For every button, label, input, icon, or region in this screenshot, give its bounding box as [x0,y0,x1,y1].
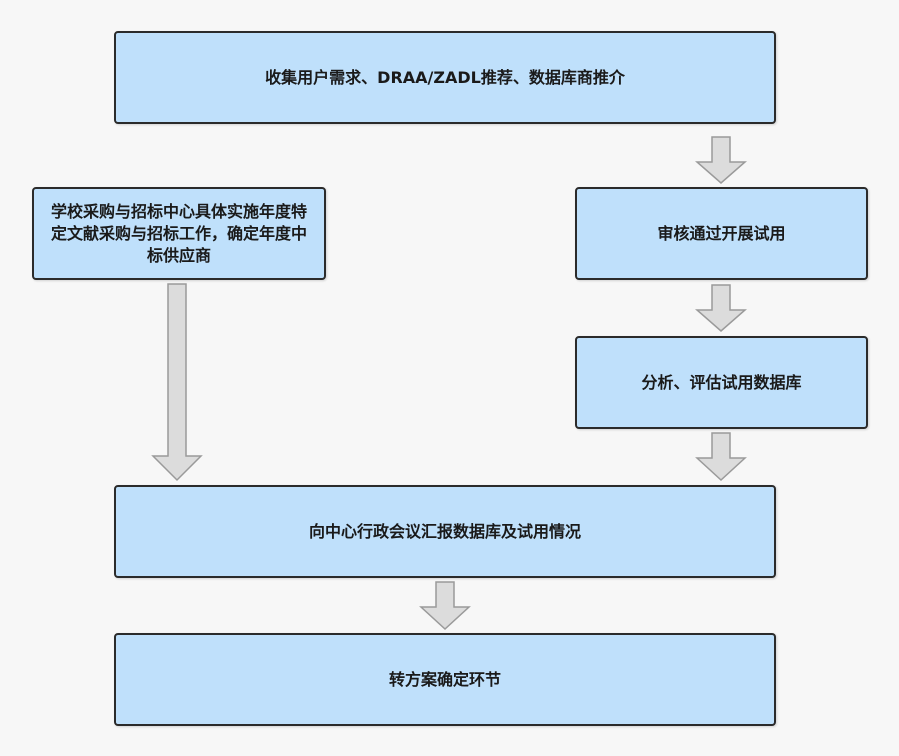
node-collect-label: 收集用户需求、DRAA/ZADL推荐、数据库商推介 [265,67,625,87]
arrow-collect-to-review [695,136,747,184]
node-analyze-evaluate: 分析、评估试用数据库 [575,336,868,429]
node-school-label: 学校采购与招标中心具体实施年度特定文献采购与招标工作，确定年度中标供应商 [50,201,307,265]
arrow-school-to-report [151,283,203,482]
node-school-procurement: 学校采购与招标中心具体实施年度特定文献采购与招标工作，确定年度中标供应商 [32,187,326,280]
arrow-review-to-analyze [695,284,747,332]
node-report-meeting: 向中心行政会议汇报数据库及试用情况 [114,485,776,578]
node-analyze-label: 分析、评估试用数据库 [641,372,802,392]
node-review-label: 审核通过开展试用 [657,223,786,243]
node-collect-requirements: 收集用户需求、DRAA/ZADL推荐、数据库商推介 [114,31,776,124]
node-review-trial: 审核通过开展试用 [575,187,868,280]
node-report-label: 向中心行政会议汇报数据库及试用情况 [308,521,581,541]
arrow-analyze-to-report [695,432,747,482]
arrow-report-to-transfer [419,581,471,631]
node-transfer-plan: 转方案确定环节 [114,633,776,726]
node-transfer-label: 转方案确定环节 [388,669,501,689]
